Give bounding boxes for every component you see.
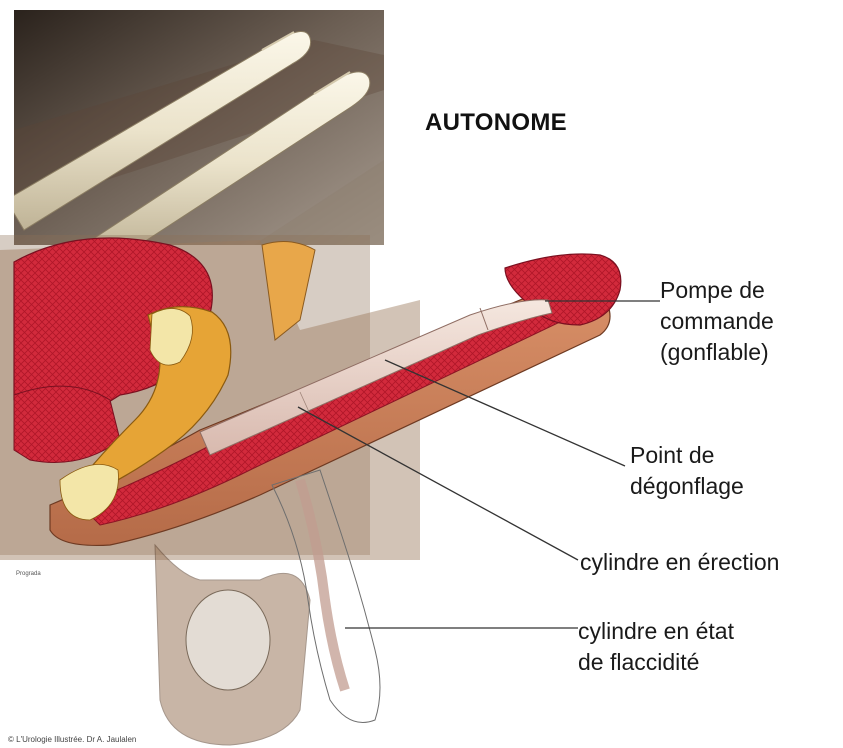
label-cylindre-flaccidite: cylindre en état de flaccidité — [578, 616, 734, 678]
artist-signature: Prograda — [16, 571, 41, 577]
label-point-de-degonflage: Point de dégonflage — [630, 440, 744, 502]
testicle — [186, 590, 270, 690]
autonome-title: AUTONOME — [425, 109, 567, 137]
scrotum — [155, 545, 310, 745]
copyright-caption: © L'Urologie Illustrée. Dr A. Jaulalen — [8, 735, 136, 744]
implant-photo — [14, 10, 384, 245]
label-cylindre-erection: cylindre en érection — [580, 547, 779, 578]
label-pompe-de-commande: Pompe de commande (gonflable) — [660, 275, 774, 368]
